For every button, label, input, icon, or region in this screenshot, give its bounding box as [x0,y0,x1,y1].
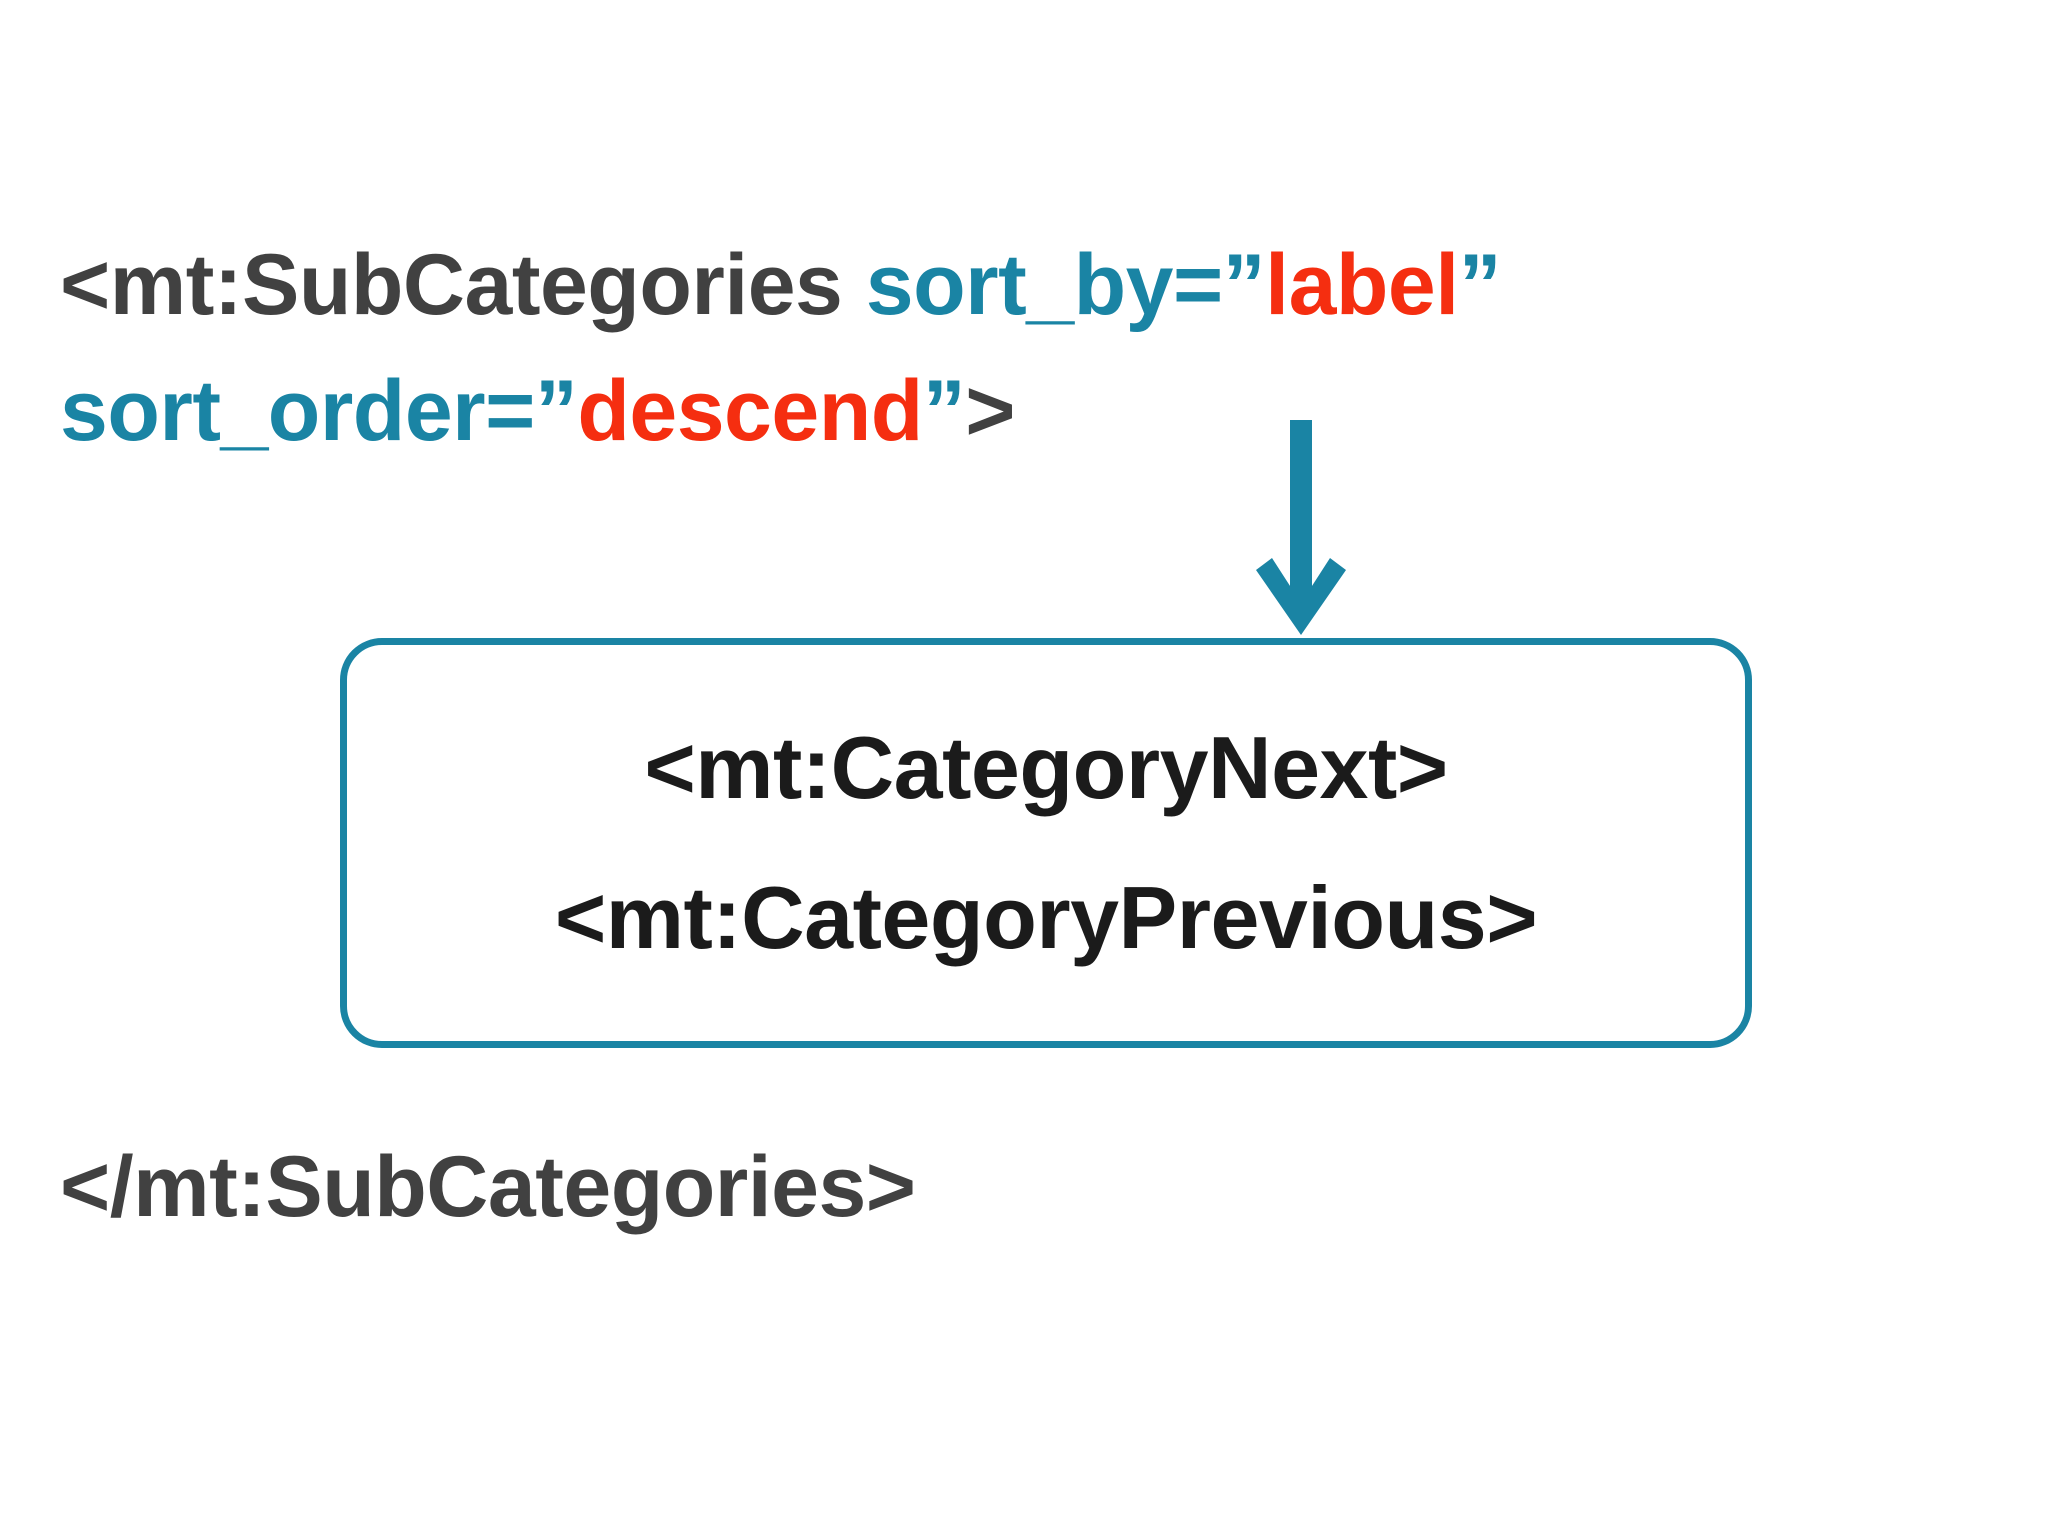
quote-close-sort-by: ” [1458,237,1502,333]
quote-open-sort-by: ” [1222,237,1266,333]
quote-close-sort-order: ” [922,363,966,459]
inner-code-line-category-next: <mt:CategoryNext> [644,718,1448,817]
tag-close-bracket: > [965,363,1016,459]
code-line-opening-tag: <mt:SubCategories sort_by=”label” [60,242,1502,328]
code-line-attributes: sort_order=”descend”> [60,368,1016,454]
arrow-down-icon [1246,420,1356,650]
attribute-name-sort-by: sort_by= [865,237,1223,333]
highlighted-tag-box: <mt:CategoryNext> <mt:CategoryPrevious> [340,638,1752,1048]
code-line-closing-tag: </mt:SubCategories> [60,1139,916,1235]
attribute-value-label: label [1265,237,1459,333]
quote-open-sort-order: ” [534,363,578,459]
inner-code-line-category-previous: <mt:CategoryPrevious> [554,868,1538,967]
attribute-value-descend: descend [577,363,923,459]
attribute-name-sort-order: sort_order= [60,363,535,459]
tag-name-subcategories-open: <mt:SubCategories [60,237,866,333]
